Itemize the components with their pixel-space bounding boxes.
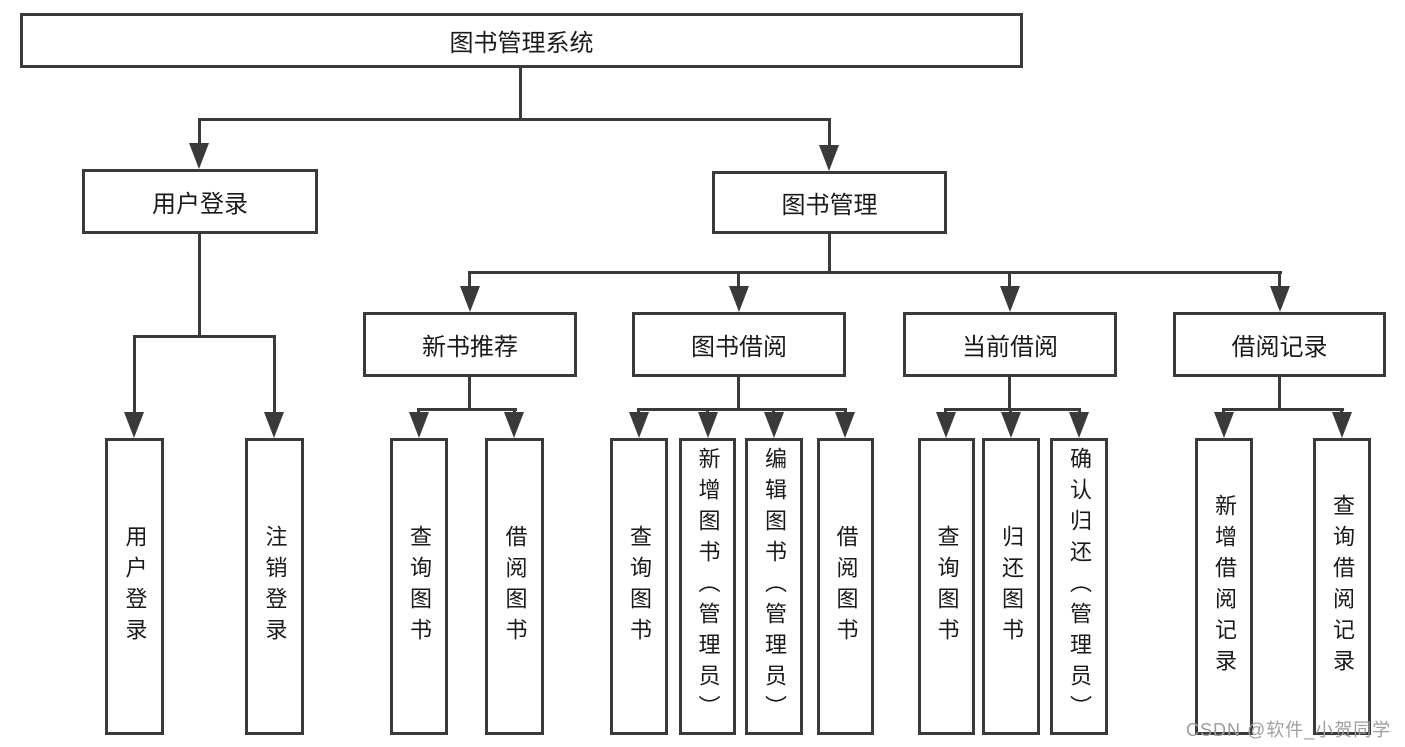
- connector-leg: [637, 408, 640, 414]
- leaf-add-book-admin-label: 新增图书（管理员）: [695, 447, 721, 726]
- connector-root-hline: [198, 118, 831, 121]
- arrow-down-icon: [835, 412, 855, 438]
- leaf-borrow-book-2-label: 借阅图书: [833, 524, 859, 649]
- connector-leg: [273, 335, 276, 413]
- leaf-return-book-label: 归还图书: [999, 524, 1024, 649]
- arrow-down-icon: [1332, 412, 1352, 438]
- leaf-confirm-return-admin-label: 确认归还（管理员）: [1067, 447, 1092, 726]
- node-root: 图书管理系统: [20, 13, 1023, 68]
- node-root-label: 图书管理系统: [449, 30, 594, 57]
- node-user-login-label: 用户登录: [152, 191, 248, 218]
- connector-stub: [468, 377, 471, 411]
- connector-leg: [417, 408, 420, 414]
- arrow-down-icon: [409, 412, 429, 438]
- leaf-logout: 注销登录: [245, 438, 304, 735]
- arrow-down-icon: [1001, 412, 1021, 438]
- leaf-query-book-1: 查询图书: [390, 438, 448, 735]
- connector-hline: [944, 408, 1081, 411]
- connector-leg-book-mgmt: [828, 118, 831, 147]
- arrow-down-icon: [729, 286, 749, 312]
- arrow-down-icon: [1000, 286, 1020, 312]
- connector-leg: [737, 271, 740, 287]
- connector-leg: [468, 271, 471, 287]
- connector-leg: [1340, 408, 1343, 414]
- connector-leg: [944, 408, 947, 414]
- leaf-user-login: 用户登录: [105, 438, 164, 735]
- leaf-query-book-2: 查询图书: [610, 438, 668, 735]
- node-book-borrow: 图书借阅: [632, 312, 846, 377]
- connector-leg: [1008, 271, 1011, 287]
- leaf-add-borrow-record-label: 新增借阅记录: [1212, 493, 1237, 680]
- connector-leg: [1222, 408, 1225, 414]
- connector-root-stub: [519, 66, 522, 121]
- node-book-management-label: 图书管理: [781, 192, 878, 219]
- connector-bookmgmt-hline: [468, 271, 1282, 274]
- connector-leg-user-login: [198, 118, 201, 145]
- arrow-down-icon: [698, 412, 718, 438]
- leaf-query-book-3-label: 查询图书: [934, 524, 960, 649]
- leaf-return-book: 归还图书: [982, 438, 1040, 735]
- node-current-borrow: 当前借阅: [903, 312, 1117, 377]
- leaf-edit-book-admin: 编辑图书（管理员）: [745, 438, 803, 735]
- leaf-add-book-admin: 新增图书（管理员）: [679, 438, 736, 735]
- connector-leg: [844, 408, 847, 414]
- leaf-borrow-book-2: 借阅图书: [817, 438, 874, 735]
- connector-leg: [772, 408, 775, 414]
- connector-hline: [417, 408, 517, 411]
- arrow-down-icon: [124, 412, 144, 438]
- node-user-login: 用户登录: [82, 169, 318, 234]
- connector-leg: [706, 408, 709, 414]
- leaf-borrow-book-1: 借阅图书: [485, 438, 544, 735]
- leaf-query-borrow-record-label: 查询借阅记录: [1330, 493, 1355, 680]
- node-book-management: 图书管理: [712, 171, 947, 234]
- arrow-down-icon: [1214, 412, 1234, 438]
- connector-stub: [1008, 377, 1011, 411]
- connector-leg: [1278, 271, 1281, 287]
- connector-bookmgmt-stub: [828, 233, 831, 274]
- connector-stub: [737, 377, 740, 411]
- csdn-watermark: CSDN @软件_小贺同学: [1186, 720, 1392, 740]
- leaf-edit-book-admin-label: 编辑图书（管理员）: [762, 447, 787, 726]
- arrow-down-icon: [629, 412, 649, 438]
- arrow-down-icon: [936, 412, 956, 438]
- node-new-book-recommend: 新书推荐: [363, 312, 577, 377]
- arrow-down-icon: [189, 143, 209, 169]
- arrow-down-icon: [764, 412, 784, 438]
- node-book-borrow-label: 图书借阅: [691, 334, 787, 361]
- node-current-borrow-label: 当前借阅: [962, 334, 1058, 361]
- leaf-query-book-1-label: 查询图书: [407, 524, 432, 649]
- node-borrow-record: 借阅记录: [1173, 312, 1386, 377]
- node-new-book-recommend-label: 新书推荐: [422, 334, 518, 361]
- leaf-query-book-3: 查询图书: [918, 438, 975, 735]
- leaf-borrow-book-1-label: 借阅图书: [502, 524, 528, 649]
- arrow-down-icon: [504, 412, 524, 438]
- arrow-down-icon: [1270, 286, 1290, 312]
- leaf-confirm-return-admin: 确认归还（管理员）: [1050, 438, 1108, 735]
- connector-leg: [1078, 408, 1081, 414]
- arrow-down-icon: [819, 145, 839, 171]
- connector-leg: [1009, 408, 1012, 414]
- connector-hline: [1222, 408, 1344, 411]
- node-borrow-record-label: 借阅记录: [1231, 334, 1328, 361]
- arrow-down-icon: [1069, 412, 1089, 438]
- arrow-down-icon: [460, 286, 480, 312]
- connector-userlogin-stub: [198, 234, 201, 338]
- leaf-query-borrow-record: 查询借阅记录: [1313, 438, 1371, 735]
- leaf-logout-label: 注销登录: [262, 524, 288, 649]
- connector-userlogin-hline: [133, 335, 276, 338]
- connector-leg: [513, 408, 516, 414]
- arrow-down-icon: [264, 412, 284, 438]
- leaf-user-login-label: 用户登录: [122, 524, 148, 649]
- leaf-add-borrow-record: 新增借阅记录: [1195, 438, 1253, 735]
- leaf-query-book-2-label: 查询图书: [627, 524, 652, 649]
- connector-leg: [133, 335, 136, 413]
- connector-hline: [637, 408, 847, 411]
- connector-stub: [1278, 377, 1281, 411]
